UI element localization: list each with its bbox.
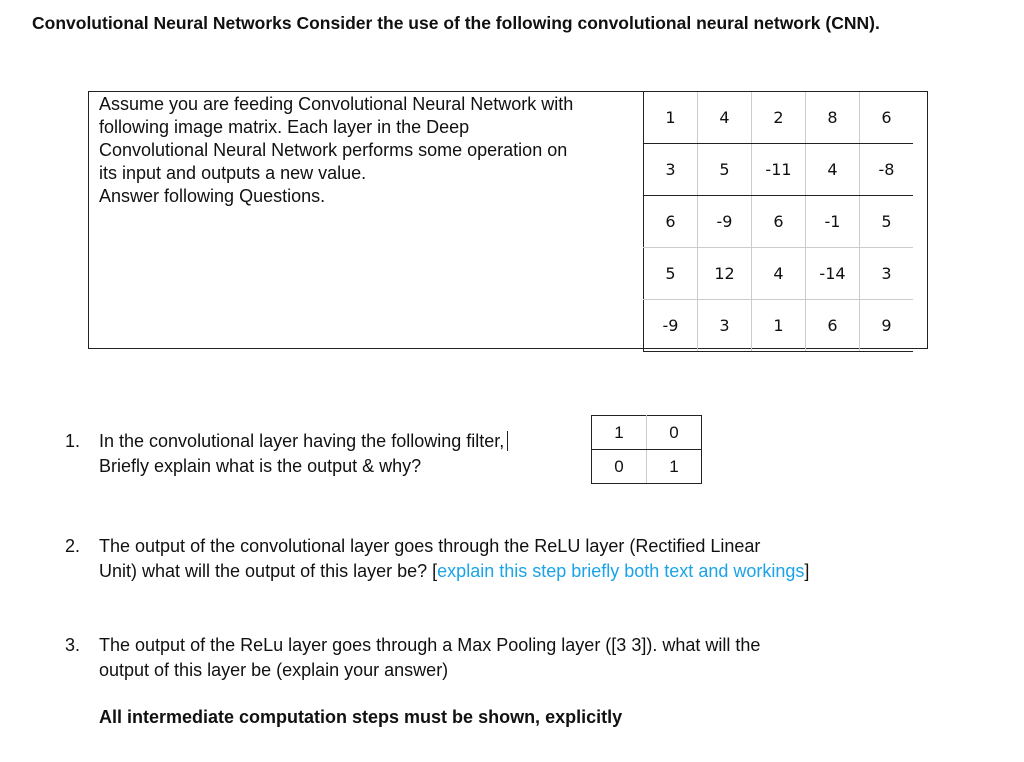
intro-line: Answer following Questions. — [99, 186, 326, 206]
matrix-cell: 1 — [751, 299, 806, 352]
intro-line: Convolutional Neural Network performs so… — [99, 140, 568, 160]
matrix-cell: 12 — [697, 247, 752, 300]
page-title: Convolutional Neural Networks Consider t… — [32, 13, 880, 33]
matrix-cell: -8 — [859, 143, 913, 196]
question-text: output of this layer be (explain your an… — [99, 660, 449, 680]
question-text: In the convolutional layer having the fo… — [99, 431, 505, 451]
matrix-row: -9 3 1 6 9 — [643, 299, 913, 352]
matrix-cell: 9 — [859, 299, 913, 352]
filter-cell: 1 — [646, 449, 702, 484]
matrix-cell: 8 — [805, 91, 860, 144]
instruction-note: All intermediate computation steps must … — [99, 707, 623, 727]
matrix-cell: 3 — [643, 143, 698, 196]
matrix-cell: -1 — [805, 195, 860, 248]
question-body: In the convolutional layer having the fo… — [99, 429, 509, 479]
matrix-cell: 5 — [697, 143, 752, 196]
filter-cell: 1 — [591, 415, 647, 450]
question-number: 1. — [65, 431, 81, 451]
question-text: The output of the ReLu layer goes throug… — [99, 635, 761, 655]
question-text: ] — [804, 561, 810, 581]
image-matrix: 1 4 2 8 6 3 5 -11 4 -8 6 -9 6 -1 5 5 12 … — [643, 91, 913, 352]
matrix-cell: -14 — [805, 247, 860, 300]
question-body: The output of the ReLu layer goes throug… — [99, 633, 760, 683]
instruction-link[interactable]: explain this step briefly both text and … — [437, 561, 805, 581]
matrix-cell: 5 — [643, 247, 698, 300]
matrix-cell: -9 — [643, 299, 698, 352]
filter-row: 0 1 — [591, 449, 702, 484]
matrix-cell: 3 — [697, 299, 752, 352]
matrix-row: 5 12 4 -14 3 — [643, 247, 913, 300]
text-cursor — [507, 431, 509, 451]
question-text: Briefly explain what is the output & why… — [99, 456, 422, 476]
matrix-cell: 6 — [805, 299, 860, 352]
matrix-cell: 4 — [697, 91, 752, 144]
intro-text: Assume you are feeding Convolutional Neu… — [99, 93, 634, 208]
matrix-cell: 4 — [805, 143, 860, 196]
filter-cell: 0 — [591, 449, 647, 484]
matrix-row: 3 5 -11 4 -8 — [643, 143, 913, 196]
filter-cell: 0 — [646, 415, 702, 450]
matrix-cell: 6 — [751, 195, 806, 248]
matrix-cell: 1 — [643, 91, 698, 144]
matrix-cell: 2 — [751, 91, 806, 144]
question-text: Unit) what will the output of this layer… — [99, 561, 438, 581]
question-text: The output of the convolutional layer go… — [99, 536, 761, 556]
matrix-cell: 6 — [643, 195, 698, 248]
matrix-cell: 3 — [859, 247, 913, 300]
filter-matrix: 1 0 0 1 — [591, 415, 702, 484]
matrix-cell: -9 — [697, 195, 752, 248]
matrix-row: 1 4 2 8 6 — [643, 91, 913, 144]
question-body: The output of the convolutional layer go… — [99, 534, 809, 584]
intro-line: following image matrix. Each layer in th… — [99, 117, 470, 137]
matrix-cell: 6 — [859, 91, 913, 144]
matrix-cell: -11 — [751, 143, 806, 196]
question-number: 2. — [65, 536, 81, 556]
intro-box — [88, 91, 928, 349]
matrix-row: 6 -9 6 -1 5 — [643, 195, 913, 248]
matrix-cell: 5 — [859, 195, 913, 248]
matrix-cell: 4 — [751, 247, 806, 300]
filter-row: 1 0 — [591, 415, 702, 450]
intro-line: Assume you are feeding Convolutional Neu… — [99, 94, 574, 114]
question-number: 3. — [65, 635, 81, 655]
intro-line: its input and outputs a new value. — [99, 163, 367, 183]
